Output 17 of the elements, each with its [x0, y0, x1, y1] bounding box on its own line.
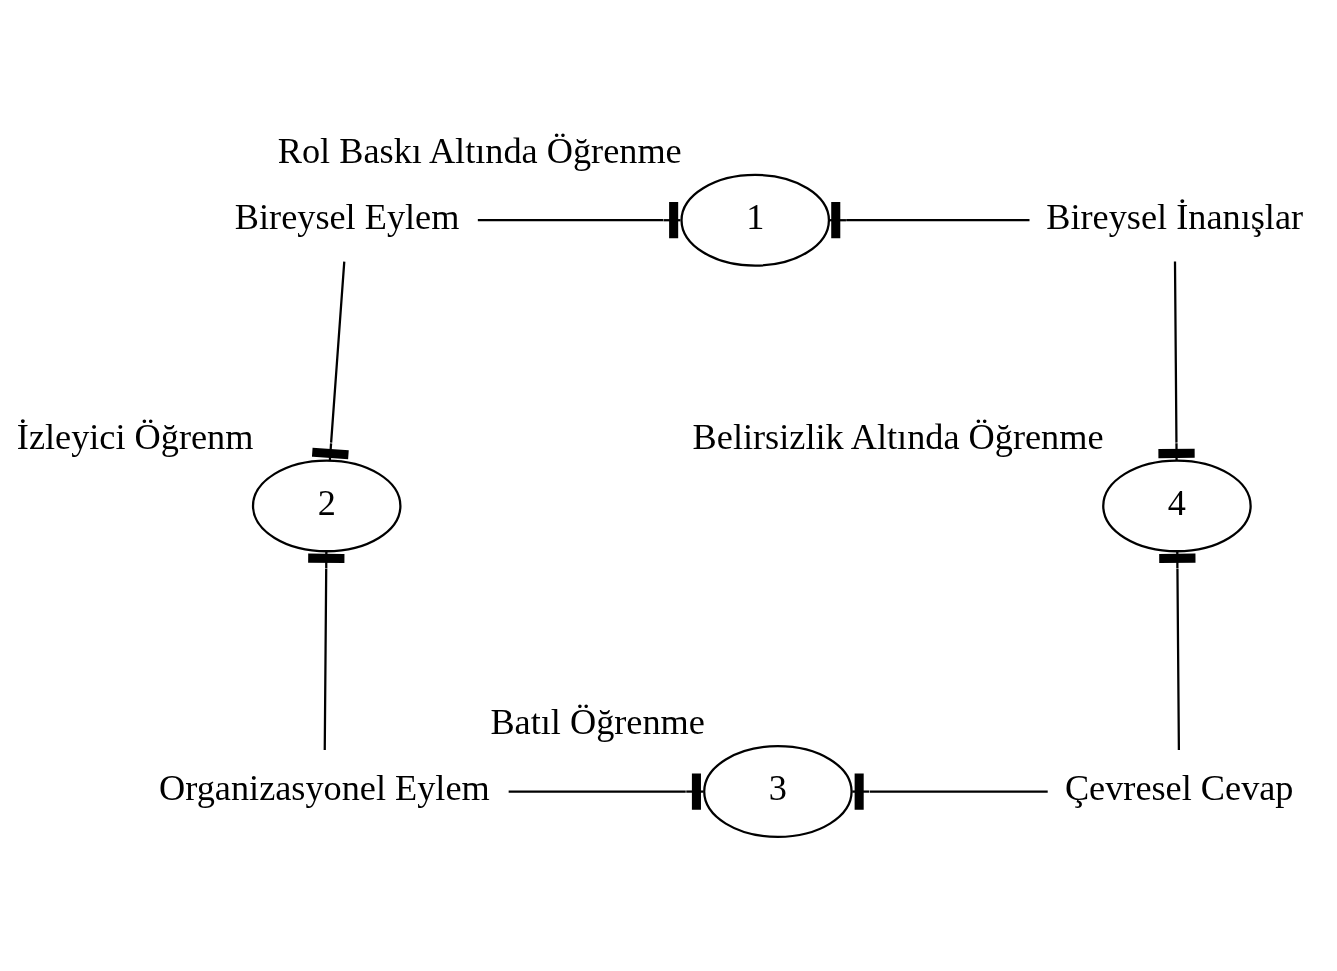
node-label: Rol Baskı Altında Öğrenme	[277, 131, 682, 172]
node-text: Organizasyonel Eylem	[159, 768, 490, 809]
connector	[311, 261, 349, 461]
node-text: Bireysel İnanışlar	[1046, 196, 1304, 237]
connector	[1159, 551, 1196, 751]
node-ellipse: 3	[703, 745, 853, 839]
connector	[1158, 261, 1195, 461]
node-ellipse: 1	[680, 173, 831, 267]
node-ellipse: 4	[1102, 459, 1252, 553]
node-text: Çevresel Cevap	[1064, 768, 1294, 809]
node-label: Belirsizlik Altında Öğrenme	[692, 416, 1104, 457]
node-ellipse: 2	[251, 459, 402, 553]
connector	[852, 773, 1048, 810]
node-label: Batıl Öğrenme	[490, 702, 705, 743]
node-text: Bireysel Eylem	[234, 196, 460, 237]
node-label: İzleyici Öğrenm	[16, 416, 254, 457]
connector	[508, 773, 704, 810]
